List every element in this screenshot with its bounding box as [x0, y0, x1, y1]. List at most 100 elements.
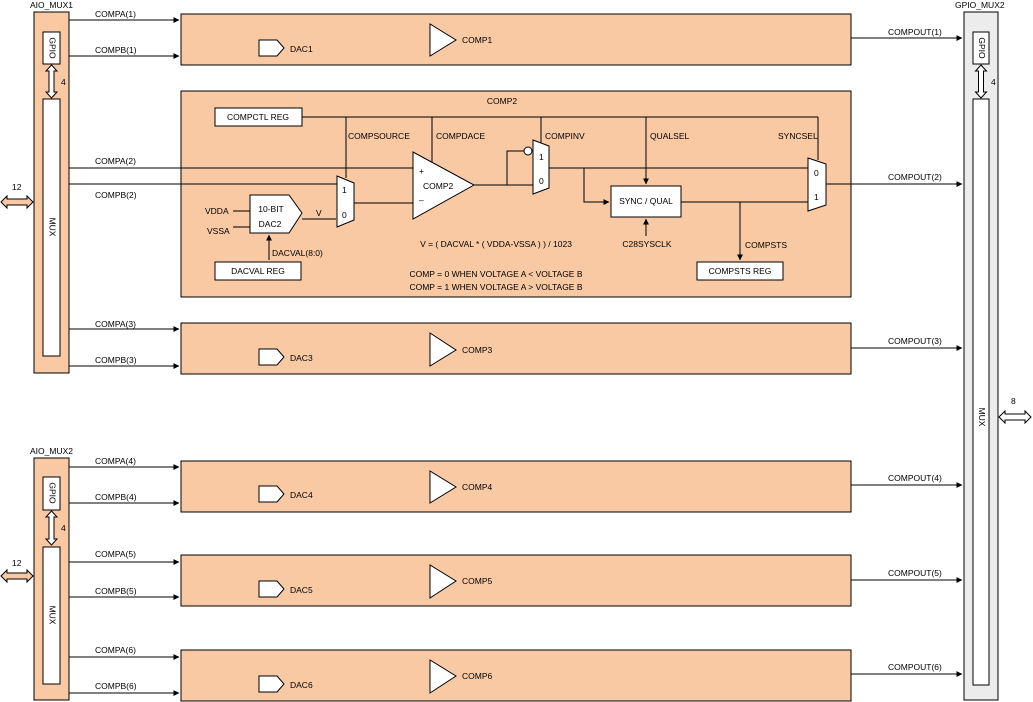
- dacval-reg-label: DACVAL REG: [231, 266, 285, 276]
- gpio-mux2-mux-label: MUX: [977, 408, 987, 427]
- vdda-label: VDDA: [205, 206, 229, 216]
- compb3-label: COMPB(3): [95, 355, 137, 365]
- comp4-symbol: [429, 470, 457, 504]
- comp1-label: COMP1: [462, 35, 493, 45]
- aio-mux2-mux-label: MUX: [47, 606, 57, 625]
- sync-input-wire: [583, 168, 610, 205]
- comp4-label: COMP4: [462, 482, 493, 492]
- comp3-label: COMP3: [462, 345, 493, 355]
- comp3-symbol: [429, 332, 457, 367]
- compout4-label: COMPOUT(4): [888, 473, 942, 483]
- dac-formula: V = ( DACVAL * ( VDDA-VSSA ) ) / 1023: [420, 239, 572, 249]
- gpio-mux2-gpio-label: GPIO: [977, 37, 987, 59]
- comp2-comparator-label: COMP2: [423, 181, 454, 191]
- comp2-comparator-symbol: [412, 151, 476, 220]
- comp5-block: COMPA(5) COMPB(5) DAC5 COMP5 COMPOUT(5): [69, 549, 963, 607]
- comp2-block: COMP2 COMPCTL REG COMPSOURCE COMPDACE CO…: [69, 90, 963, 298]
- aio-mux2-external-bus-arrow: [0, 568, 34, 584]
- sync-qual-label: SYNC / QUAL: [619, 196, 673, 206]
- aio-mux1-block: AIO_MUX1 GPIO 4 MUX 12: [0, 0, 73, 374]
- compa1-label: COMPA(1): [95, 9, 136, 19]
- aio-mux1-external-bus-arrow: [0, 194, 34, 210]
- compb2-label: COMPB(2): [95, 190, 137, 200]
- gpio-mux2-block: GPIO_MUX2 GPIO 4 MUX 8: [955, 0, 1032, 701]
- qualsel-label: QUALSEL: [650, 131, 689, 141]
- gpio-mux2-external-bus-arrow: [998, 409, 1032, 425]
- aio-mux1-mux-label: MUX: [47, 218, 57, 237]
- comp5-frame: [180, 554, 852, 607]
- compdace-label: COMPDACE: [436, 131, 485, 141]
- compa5-label: COMPA(5): [95, 549, 136, 559]
- compa2-label: COMPA(2): [95, 156, 136, 166]
- comp6-frame: [180, 649, 852, 702]
- aio-mux2-gpio-label: GPIO: [47, 482, 57, 504]
- dac2-line2: DAC2: [259, 219, 282, 229]
- dac5-symbol: [258, 580, 285, 598]
- compinv-mux: [532, 139, 550, 195]
- inverted-path: [506, 150, 524, 185]
- dacval-reg-box: [214, 261, 302, 281]
- syncsel-mux-in0: 0: [814, 168, 819, 178]
- comp5-label: COMP5: [462, 576, 493, 586]
- compout5-label: COMPOUT(5): [888, 568, 942, 578]
- compsource-mux-in0: 0: [342, 210, 347, 220]
- dac3-symbol: [258, 348, 285, 366]
- compinv-mux-in1: 1: [539, 152, 544, 162]
- dacval-bus-label: DACVAL(8:0): [272, 248, 323, 258]
- gpio-mux2-internal-bus-arrow: [974, 64, 988, 99]
- sync-qual-box: [610, 185, 682, 218]
- dac1-label: DAC1: [290, 44, 313, 54]
- compout3-label: COMPOUT(3): [888, 336, 942, 346]
- aio-mux1-title: AIO_MUX1: [30, 0, 73, 10]
- sysclk-label: C28SYSCLK: [622, 239, 671, 249]
- aio-mux2-block: AIO_MUX2 GPIO 4 MUX 12: [0, 446, 73, 701]
- comp3-frame: [180, 322, 852, 375]
- compb5-label: COMPB(5): [95, 586, 137, 596]
- dac4-symbol: [258, 485, 285, 503]
- compsts-reg-box: [696, 261, 784, 281]
- dac6-symbol: [258, 675, 285, 693]
- gpio-mux2-gpio-box: [972, 31, 990, 65]
- compsts-reg-label: COMPSTS REG: [709, 266, 772, 276]
- compa4-label: COMPA(4): [95, 456, 136, 466]
- aio-mux2-mux-box: [42, 546, 61, 685]
- comp6-symbol: [429, 659, 457, 694]
- dac6-label: DAC6: [290, 680, 313, 690]
- syncsel-mux-in1: 1: [814, 192, 819, 202]
- aio-mux2-internal-bus-width: 4: [61, 523, 66, 533]
- aio-mux1-external-bus-width: 12: [12, 182, 22, 192]
- aio-mux2-external-bus-width: 12: [12, 558, 22, 568]
- compsource-mux-in1: 1: [342, 185, 347, 195]
- comp3-block: COMPA(3) COMPB(3) DAC3 COMP3 COMPOUT(3): [69, 319, 963, 375]
- aio-mux1-gpio-label: GPIO: [47, 37, 57, 59]
- compout1-label: COMPOUT(1): [888, 27, 942, 37]
- compb6-label: COMPB(6): [95, 681, 137, 691]
- aio-mux2-gpio-box: [42, 476, 61, 511]
- dac4-label: DAC4: [290, 490, 313, 500]
- aio-mux1-gpio-box: [42, 31, 61, 65]
- compinv-mux-in0: 0: [539, 176, 544, 186]
- compsource-label: COMPSOURCE: [348, 131, 410, 141]
- gpio-mux2-external-bus-width: 8: [1011, 396, 1016, 406]
- comp1-symbol: [429, 23, 457, 57]
- compa6-label: COMPA(6): [95, 645, 136, 655]
- comp-note-high: COMP = 1 WHEN VOLTAGE A > VOLTAGE B: [409, 282, 582, 292]
- dac5-label: DAC5: [290, 585, 313, 595]
- dac-v-label: V: [316, 208, 322, 218]
- comp1-frame: [180, 13, 852, 66]
- compsts-label: COMPSTS: [745, 240, 787, 250]
- compsource-mux: [336, 175, 355, 228]
- comp1-block: COMPA(1) COMPB(1) DAC1 COMP1 COMPOUT(1): [69, 9, 963, 66]
- compout2-label: COMPOUT(2): [888, 172, 942, 182]
- aio-mux1-internal-bus-width: 4: [61, 77, 66, 87]
- compctl-reg-label: COMPCTL REG: [227, 112, 289, 122]
- comp-note-low: COMP = 0 WHEN VOLTAGE A < VOLTAGE B: [409, 269, 582, 279]
- gpio-mux2-mux-box: [972, 98, 990, 686]
- compout6-label: COMPOUT(6): [888, 662, 942, 672]
- compb1-label: COMPB(1): [95, 45, 137, 55]
- inverter-bubble: [523, 146, 533, 156]
- aio-mux1-mux-box: [42, 98, 61, 357]
- aio-mux2-internal-bus-arrow: [44, 510, 59, 546]
- comp6-label: COMP6: [462, 671, 493, 681]
